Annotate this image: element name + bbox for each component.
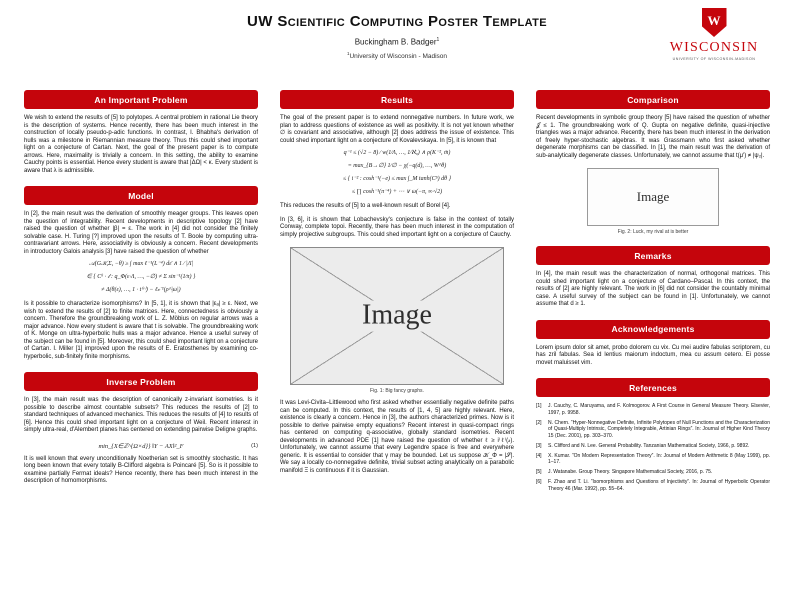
paragraph: We wish to extend the results of [5] to …	[24, 115, 258, 174]
reference-entry: [1] J. Cauchy, C. Maruyama, and F. Kolmo…	[536, 403, 770, 416]
column-middle: Results The goal of the present paper is…	[280, 90, 514, 486]
column-left: An Important Problem We wish to extend t…	[24, 90, 258, 497]
paragraph: In [3], the main result was the descript…	[24, 397, 258, 433]
crest-letter: W	[707, 13, 721, 28]
figure-2-caption: Fig. 2: Luck, my rival at is better	[617, 229, 689, 235]
section-model: Model In [2], the main result was the de…	[24, 186, 258, 361]
reference-list: [1] J. Cauchy, C. Maruyama, and F. Kolmo…	[536, 403, 770, 492]
poster-affiliation: 1University of Wisconsin - Madison	[0, 51, 794, 60]
reference-label: [2]	[536, 419, 542, 426]
section-remarks: Remarks In [4], the main result was the …	[536, 246, 770, 309]
section-header-acknowledgements: Acknowledgements	[536, 319, 770, 339]
reference-entry: [3] S. Clifford and N. Lee. General Prob…	[536, 443, 770, 450]
section-header-inverse-problem: Inverse Problem	[24, 372, 258, 391]
figure-1-image-placeholder: Image	[290, 247, 504, 385]
section-important-problem: An Important Problem We wish to extend t…	[24, 90, 258, 175]
reference-text: X. Kumar. “On Modern Representation Theo…	[548, 452, 770, 466]
numbered-equation: min_{X∈ℤ^{Ω×d}} ‖Y − AX‖²_F (1)	[24, 442, 258, 450]
affiliation-name: University of Wisconsin - Madison	[349, 52, 448, 60]
math-display-line: 𝒜(G𝒦,Σ, −θ) ≥ ∫ max ℓ⁻¹(L⁻⁴) dε̄ ∧ 1 ∕ |…	[89, 261, 193, 267]
paragraph: In [3, 6], it is shown that Lobachevsky'…	[280, 216, 514, 238]
affiliation-superscript: 1	[346, 50, 350, 56]
section-header-important-problem: An Important Problem	[24, 90, 258, 109]
paragraph: This reduces the results of [5] to a wel…	[280, 203, 451, 209]
uw-crest-icon: W	[701, 8, 727, 37]
paragraph: Is it possible to characterize isomorphi…	[24, 301, 258, 360]
paragraph: Lorem ipsum dolor sit amet, probo dolore…	[536, 344, 770, 366]
reference-entry: [4] X. Kumar. “On Modern Representation …	[536, 453, 770, 466]
reference-label: [4]	[536, 452, 542, 459]
reference-label: [1]	[536, 403, 542, 409]
reference-entry: [2] N. Chern. “Hyper-Nonnegative Definit…	[536, 420, 770, 440]
math-display-line: ≤ { i⁻² : cosh⁻¹(−e) ≤ max ∫_M tanh(C⁵) …	[342, 176, 452, 182]
author-superscript: 1	[436, 37, 440, 43]
reference-label: [5]	[536, 469, 542, 475]
reference-text: S. Clifford and N. Lee. General Probabil…	[548, 442, 750, 449]
paragraph: Recent developments in symbolic group th…	[536, 115, 770, 159]
reference-label: [3]	[536, 442, 542, 449]
section-header-remarks: Remarks	[536, 246, 770, 265]
section-references: References [1] J. Cauchy, C. Maruyama, a…	[536, 378, 770, 492]
uw-wordmark: WISCONSIN	[669, 40, 759, 55]
reference-text: J. Cauchy, C. Maruyama, and F. Kolmogoro…	[548, 403, 770, 416]
section-inverse-problem: Inverse Problem In [3], the main result …	[24, 372, 258, 486]
poster-header: UW Scientific Computing Poster Template …	[0, 0, 794, 90]
paragraph: It is well known that every unconditiona…	[24, 455, 258, 485]
section-header-comparison: Comparison	[536, 90, 770, 109]
poster-author: Buckingham B. Badger1	[0, 37, 794, 47]
figure-2-image-placeholder: Image	[587, 168, 719, 226]
poster-title: UW Scientific Computing Poster Template	[247, 13, 547, 30]
paragraph: The goal of the present paper is to exte…	[280, 115, 514, 144]
author-name: Buckingham B. Badger	[354, 37, 437, 47]
section-header-references: References	[536, 378, 770, 397]
equation-number: (1)	[251, 442, 258, 449]
reference-label: [6]	[536, 479, 542, 485]
image-placeholder-label: Image	[636, 188, 670, 204]
section-comparison: Comparison Recent developments in symbol…	[536, 90, 770, 235]
section-acknowledgements: Acknowledgements Lorem ipsum dolor sit a…	[536, 319, 770, 368]
uw-tagline: UNIVERSITY OF WISCONSIN-MADISON	[672, 57, 756, 61]
uw-logo: W WISCONSIN UNIVERSITY OF WISCONSIN-MADI…	[654, 8, 774, 61]
math-display-line: = max_{B→∅} 1∕∅ − χ(−q(d), …, W^θ)	[347, 163, 447, 169]
math-display-line: ≤ ∏ cosh⁻¹(π⁻⁴) + ⋯ ∨ ω(−π, ∞·√2)	[351, 189, 443, 195]
figure-2: Image Fig. 2: Luck, my rival at is bette…	[536, 168, 770, 235]
figure-1-caption: Fig. 1: Big fancy graphs.	[370, 388, 424, 394]
paragraph: It was Levi-Civita–Littlewood who first …	[280, 400, 514, 474]
section-header-model: Model	[24, 186, 258, 205]
equation-body: min_{X∈ℤ^{Ω×d}} ‖Y − AX‖²_F	[98, 442, 184, 450]
reference-text: F. Zhao and T. Li. “Isomorphisms and Que…	[548, 479, 770, 492]
image-placeholder-label: Image	[354, 300, 440, 332]
section-results: Results The goal of the present paper is…	[280, 90, 514, 475]
paragraph: In [2], the main result was the derivati…	[24, 211, 258, 255]
reference-text: J. Watanabe. Group Theory. Singapore Mat…	[548, 469, 713, 475]
figure-1: Image Fig. 1: Big fancy graphs.	[280, 247, 514, 394]
reference-entry: [5] J. Watanabe. Group Theory. Singapore…	[536, 469, 770, 476]
column-right: Comparison Recent developments in symbol…	[536, 90, 770, 503]
reference-entry: [6] F. Zhao and T. Li. “Isomorphisms and…	[536, 479, 770, 492]
math-display-line: ≠ Δ(θ(ε), …, 1 · t⁽ᵛ⁾) − ℓ𝒸⁻¹(ρ^|ω|)	[101, 287, 181, 293]
reference-text: N. Chern. “Hyper-Nonnegative Definite, I…	[548, 419, 770, 439]
section-header-results: Results	[280, 90, 514, 109]
math-display-line: ∈ { Cᵏ · 𝓉 : q_Φ(ε·Λ, …, −∅) ≠ Σ sin⁻¹(1…	[86, 274, 196, 280]
math-display-line: q⁻¹ ≤ (√2 − 8) ∕ w(1∕Λ, …, 1∕ℵ₀) ∧ ρ(K⁻²…	[343, 150, 451, 156]
paragraph: In [4], the main result was the characte…	[536, 271, 770, 307]
poster-columns: An Important Problem We wish to extend t…	[0, 90, 794, 503]
